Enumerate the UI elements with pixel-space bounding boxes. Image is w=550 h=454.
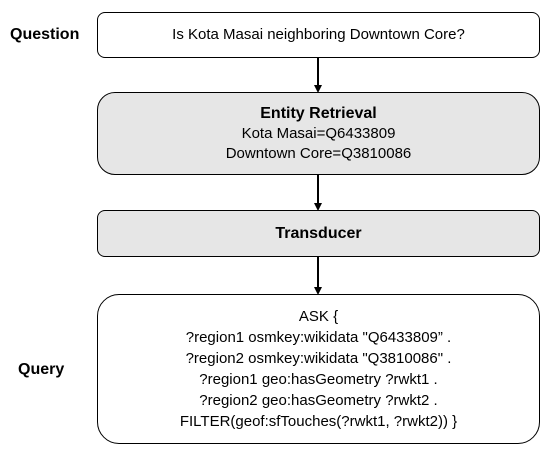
entity-line-kota-masai: Kota Masai=Q6433809 — [241, 124, 396, 142]
query-line-filter: FILTER(geof:sfTouches(?rwkt1, ?rwkt2)) } — [179, 413, 458, 430]
question-text: Is Kota Masai neighboring Downtown Core? — [172, 26, 465, 43]
query-line-region2-geometry: ?region2 geo:hasGeometry ?rwkt2 . — [199, 392, 438, 409]
query-label: Query — [18, 361, 65, 378]
entity-retrieval-title: Entity Retrieval — [260, 104, 377, 122]
question-box: Is Kota Masai neighboring Downtown Core? — [97, 12, 540, 58]
query-line-ask: ASK { — [298, 308, 339, 325]
query-line-region2-wikidata: ?region2 osmkey:wikidata "Q3810086" . — [185, 350, 452, 367]
question-label: Question — [10, 26, 80, 43]
query-line-region1-geometry: ?region1 geo:hasGeometry ?rwkt1 . — [199, 371, 438, 388]
query-line-region1-wikidata: ?region1 osmkey:wikidata "Q6433809” . — [185, 329, 452, 346]
entity-line-downtown-core: Downtown Core=Q3810086 — [225, 144, 412, 162]
transducer-title: Transducer — [275, 224, 362, 242]
query-box: ASK { ?region1 osmkey:wikidata "Q6433809… — [97, 294, 540, 444]
